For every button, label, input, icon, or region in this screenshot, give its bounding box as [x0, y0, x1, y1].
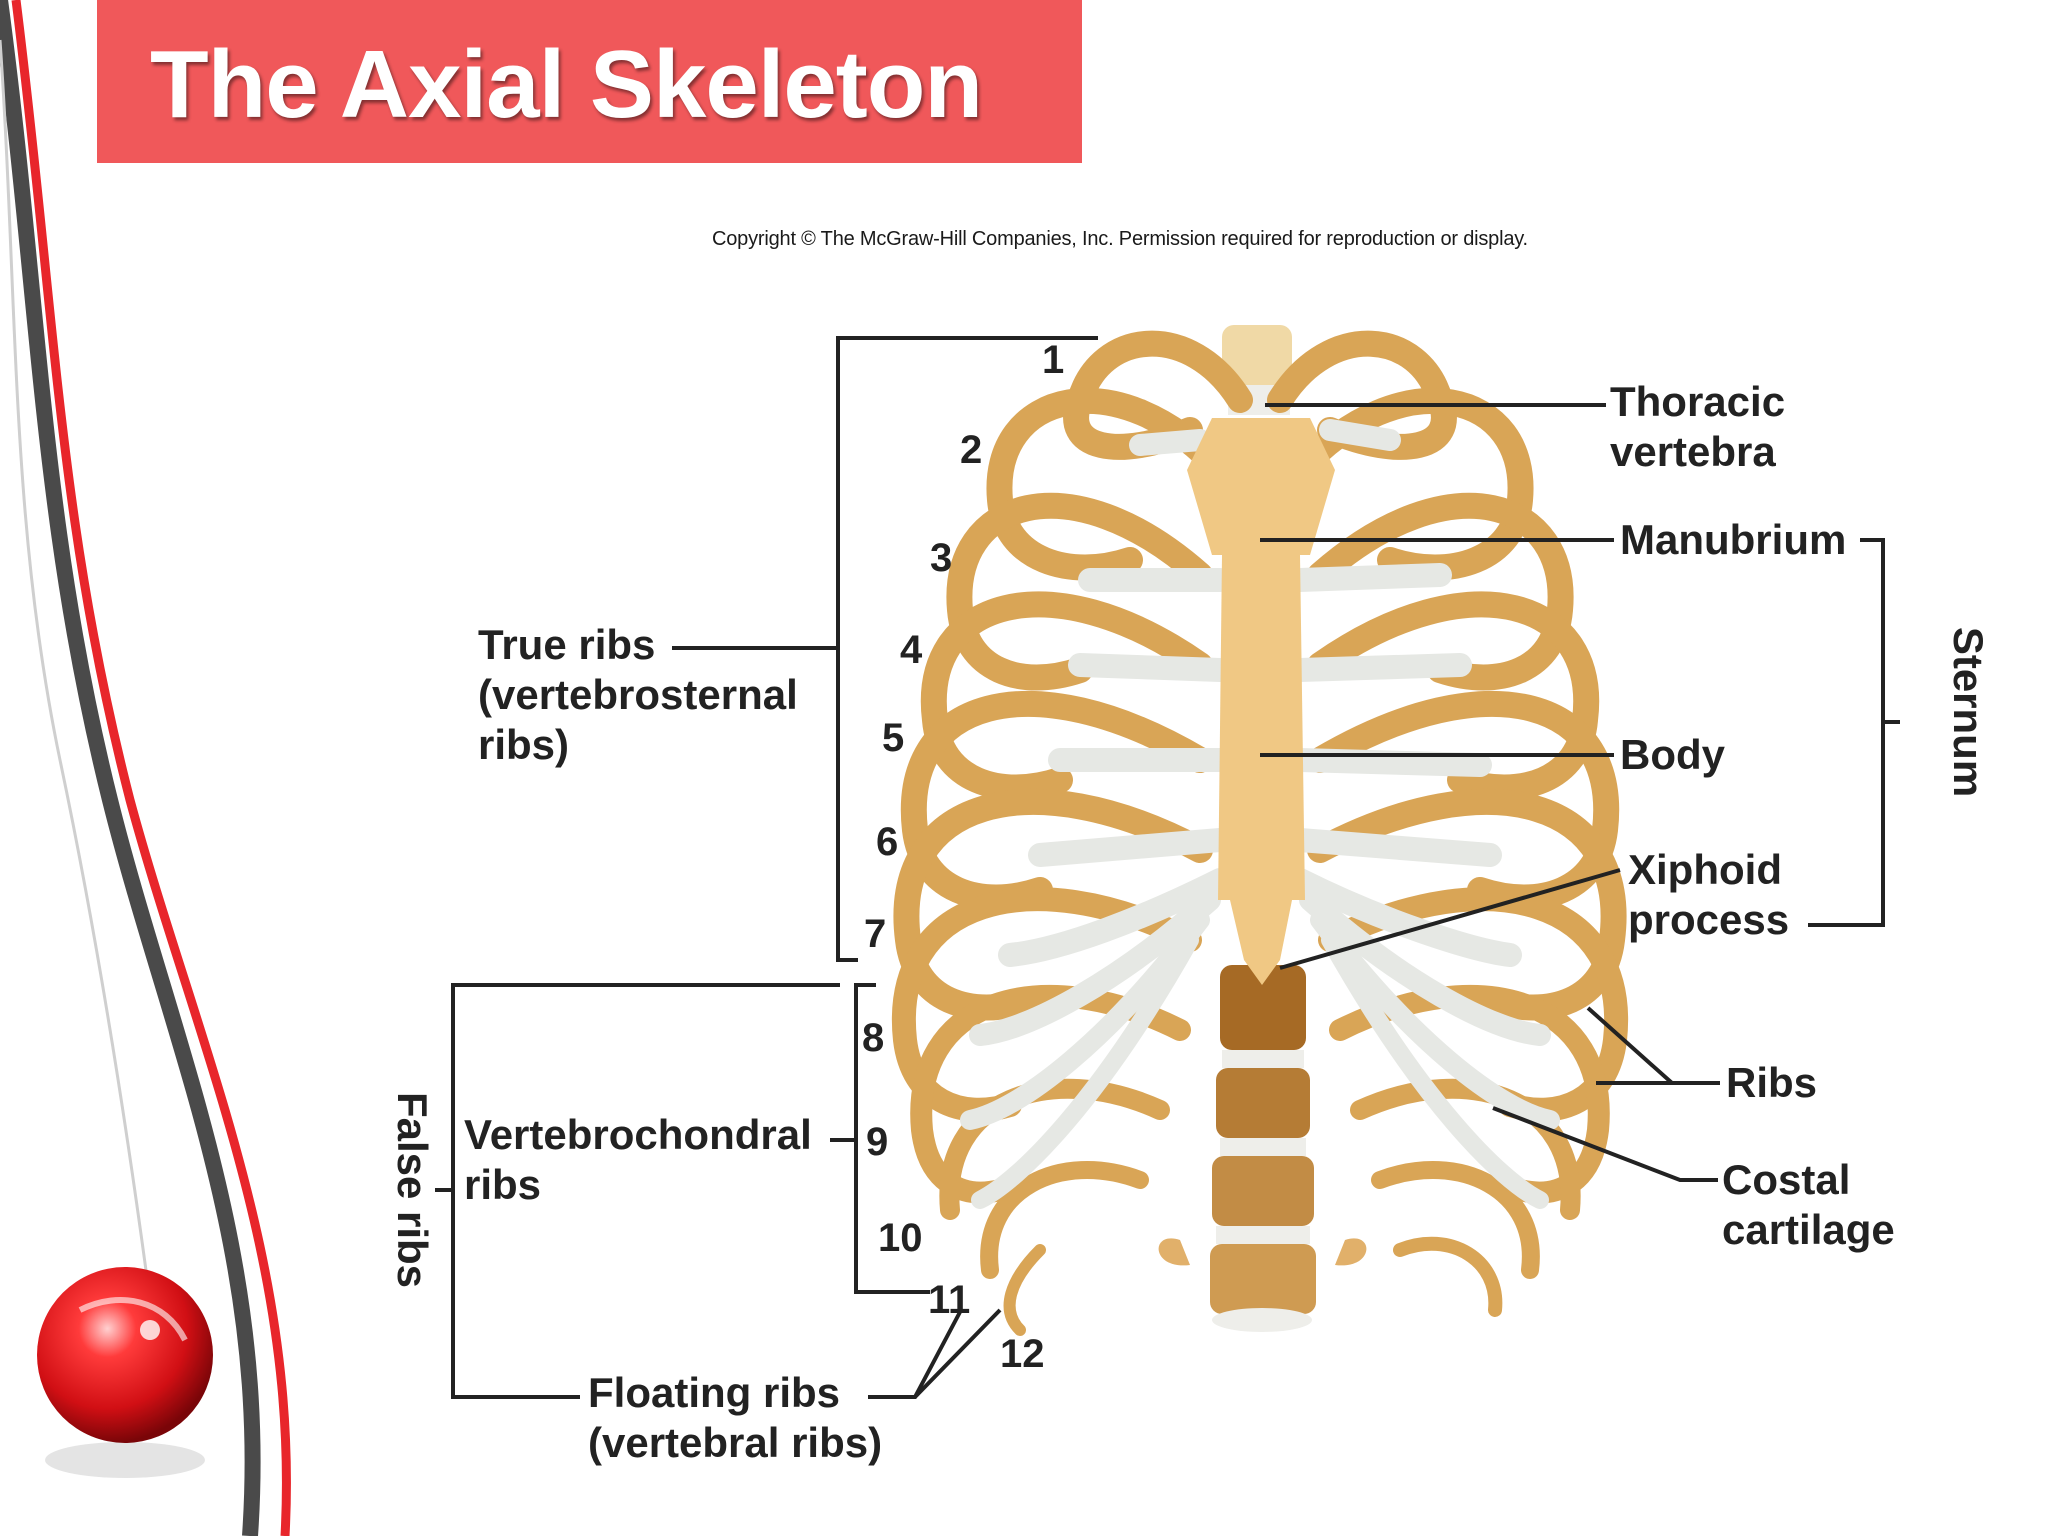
- title-bar: [97, 0, 1082, 163]
- rib-number-3: 3: [930, 536, 953, 580]
- rib-number-1: 1: [1042, 338, 1065, 382]
- label-line: Costal: [1722, 1156, 1851, 1203]
- label-line: Xiphoid: [1628, 846, 1782, 893]
- copyright-notice: Copyright © The McGraw-Hill Companies, I…: [712, 228, 1528, 250]
- label-body: Body: [1620, 731, 1725, 778]
- label-ribs: Ribs: [1726, 1059, 1818, 1106]
- label-costal-cartilage: Costal cartilage: [1722, 1155, 1895, 1255]
- label-line: (vertebrosternal: [478, 671, 798, 718]
- rib-number-4: 4: [900, 628, 923, 672]
- label-false-ribs: False ribs: [389, 1091, 436, 1289]
- rib-number-12: 12: [1000, 1332, 1045, 1376]
- label-line: True ribs: [478, 621, 656, 668]
- vertebral-column: [1158, 325, 1367, 1332]
- rib-number-5: 5: [882, 716, 905, 760]
- rib-number-9: 9: [866, 1120, 889, 1164]
- label-line: cartilage: [1722, 1206, 1895, 1253]
- rib-number-6: 6: [876, 820, 899, 864]
- rib-number-7: 7: [864, 912, 887, 956]
- label-true-ribs: True ribs (vertebrosternal ribs): [478, 620, 798, 770]
- costal-cartilages: [960, 419, 1560, 1209]
- label-thoracic-vertebra: Thoracic vertebra: [1610, 377, 1785, 477]
- label-xiphoid-process: Xiphoid process: [1628, 845, 1789, 945]
- label-line: Floating ribs: [588, 1369, 840, 1416]
- label-manubrium: Manubrium: [1620, 516, 1847, 563]
- page-title: The Axial Skeleton: [150, 31, 983, 138]
- label-floating-ribs: Floating ribs (vertebral ribs): [588, 1368, 882, 1468]
- label-line: Thoracic: [1610, 378, 1786, 425]
- sternum: [1187, 418, 1335, 985]
- label-line: Vertebrochondral: [464, 1111, 812, 1158]
- rib-number-11: 11: [928, 1278, 971, 1322]
- label-line: vertebra: [1610, 428, 1776, 475]
- rib-number-2: 2: [960, 428, 983, 472]
- label-vertebrochondral-ribs: Vertebrochondral ribs: [464, 1110, 812, 1210]
- label-sternum: Sternum: [1945, 626, 1992, 798]
- label-line: ribs: [464, 1161, 542, 1208]
- label-line: (vertebral ribs): [588, 1419, 883, 1466]
- rib-number-8: 8: [862, 1016, 885, 1060]
- rib-number-10: 10: [878, 1216, 923, 1260]
- label-line: ribs): [478, 721, 570, 768]
- label-line: process: [1628, 896, 1790, 943]
